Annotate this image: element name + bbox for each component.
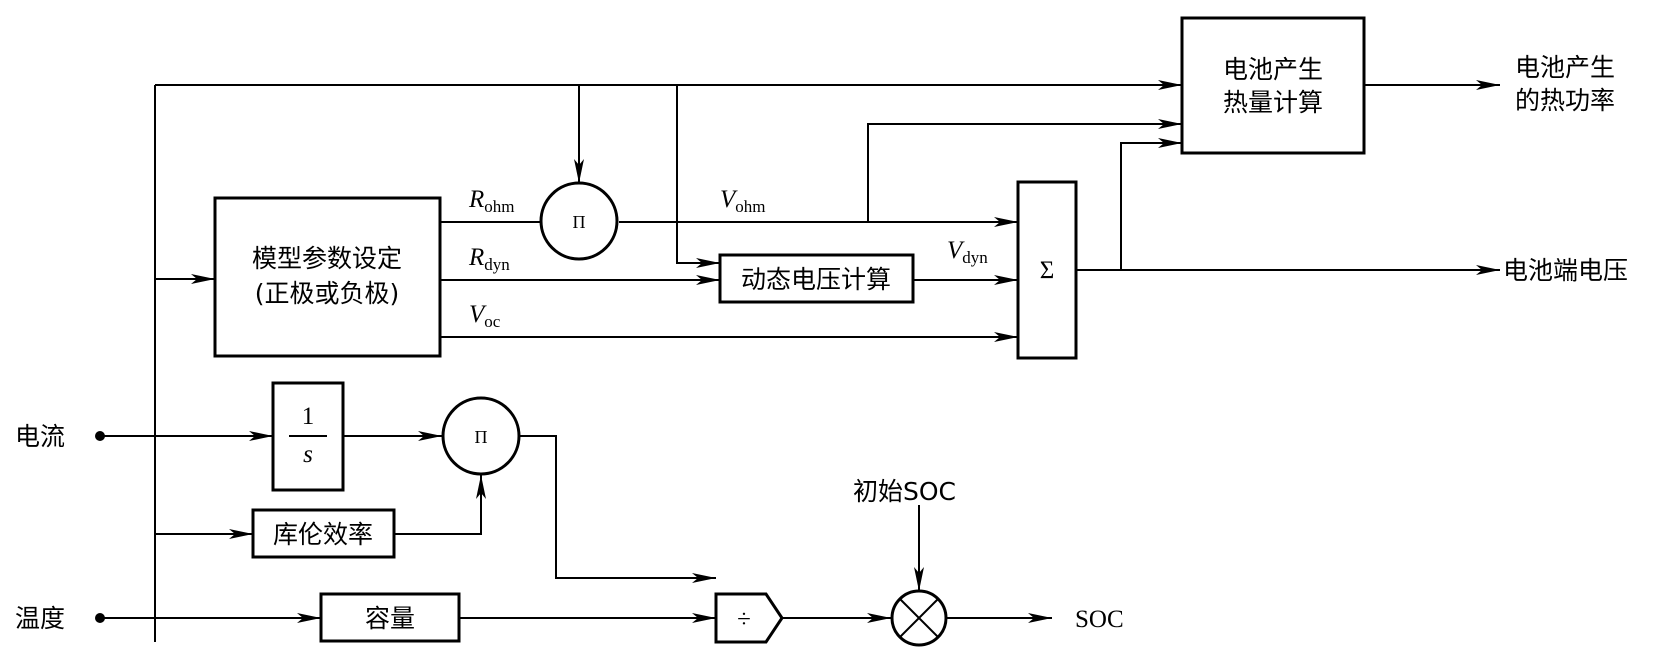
divider-block: ÷ [714,592,784,644]
coulomb-efficiency-block: 库伦效率 [251,508,396,559]
heat-calc-line2: 热量计算 [1223,88,1323,117]
heat-power-output-line2: 的热功率 [1515,86,1615,115]
signal-wires [95,80,1500,642]
soc-output-label: SOC [1075,606,1124,633]
product-node-1: Π [539,181,619,261]
current-input-label: 电流 [15,422,65,451]
capacity-block: 容量 [319,592,461,643]
sum-block: Σ [1016,180,1078,360]
v-oc-label: Voc [469,301,501,331]
heat-calc-block: 电池产生 热量计算 [1180,16,1366,155]
capacity-label: 容量 [365,604,415,633]
model-params-block: 模型参数设定 (正极或负极) [213,196,442,358]
integrator-numerator: 1 [302,403,315,430]
dynamic-voltage-label: 动态电压计算 [741,265,891,294]
v-dyn-label: Vdyn [947,237,988,267]
model-params-line1: 模型参数设定 [252,244,402,273]
terminal-voltage-output-label: 电池端电压 [1503,256,1628,285]
heat-power-output-line1: 电池产生 [1515,53,1615,82]
dynamic-voltage-block: 动态电压计算 [718,253,915,304]
product-symbol: Π [573,212,586,232]
r-ohm-label: Rohm [468,186,515,216]
integrator-block: 1 s [271,381,345,492]
r-dyn-label: Rdyn [468,244,510,274]
temperature-input-label: 温度 [15,604,65,633]
temperature-input-terminal [95,613,105,623]
initial-soc-label: 初始SOC [853,477,956,506]
current-input-terminal [95,431,105,441]
v-ohm-label: Vohm [720,186,766,216]
product-symbol: Π [475,427,488,447]
product-node-2: Π [441,396,521,476]
soc-multiplier [890,589,948,647]
integrator-denominator: s [303,441,313,468]
model-params-line2: (正极或负极) [255,279,400,308]
sum-symbol: Σ [1040,257,1055,284]
coulomb-efficiency-label: 库伦效率 [273,520,373,549]
heat-calc-line1: 电池产生 [1223,55,1323,84]
divide-symbol: ÷ [737,606,751,633]
